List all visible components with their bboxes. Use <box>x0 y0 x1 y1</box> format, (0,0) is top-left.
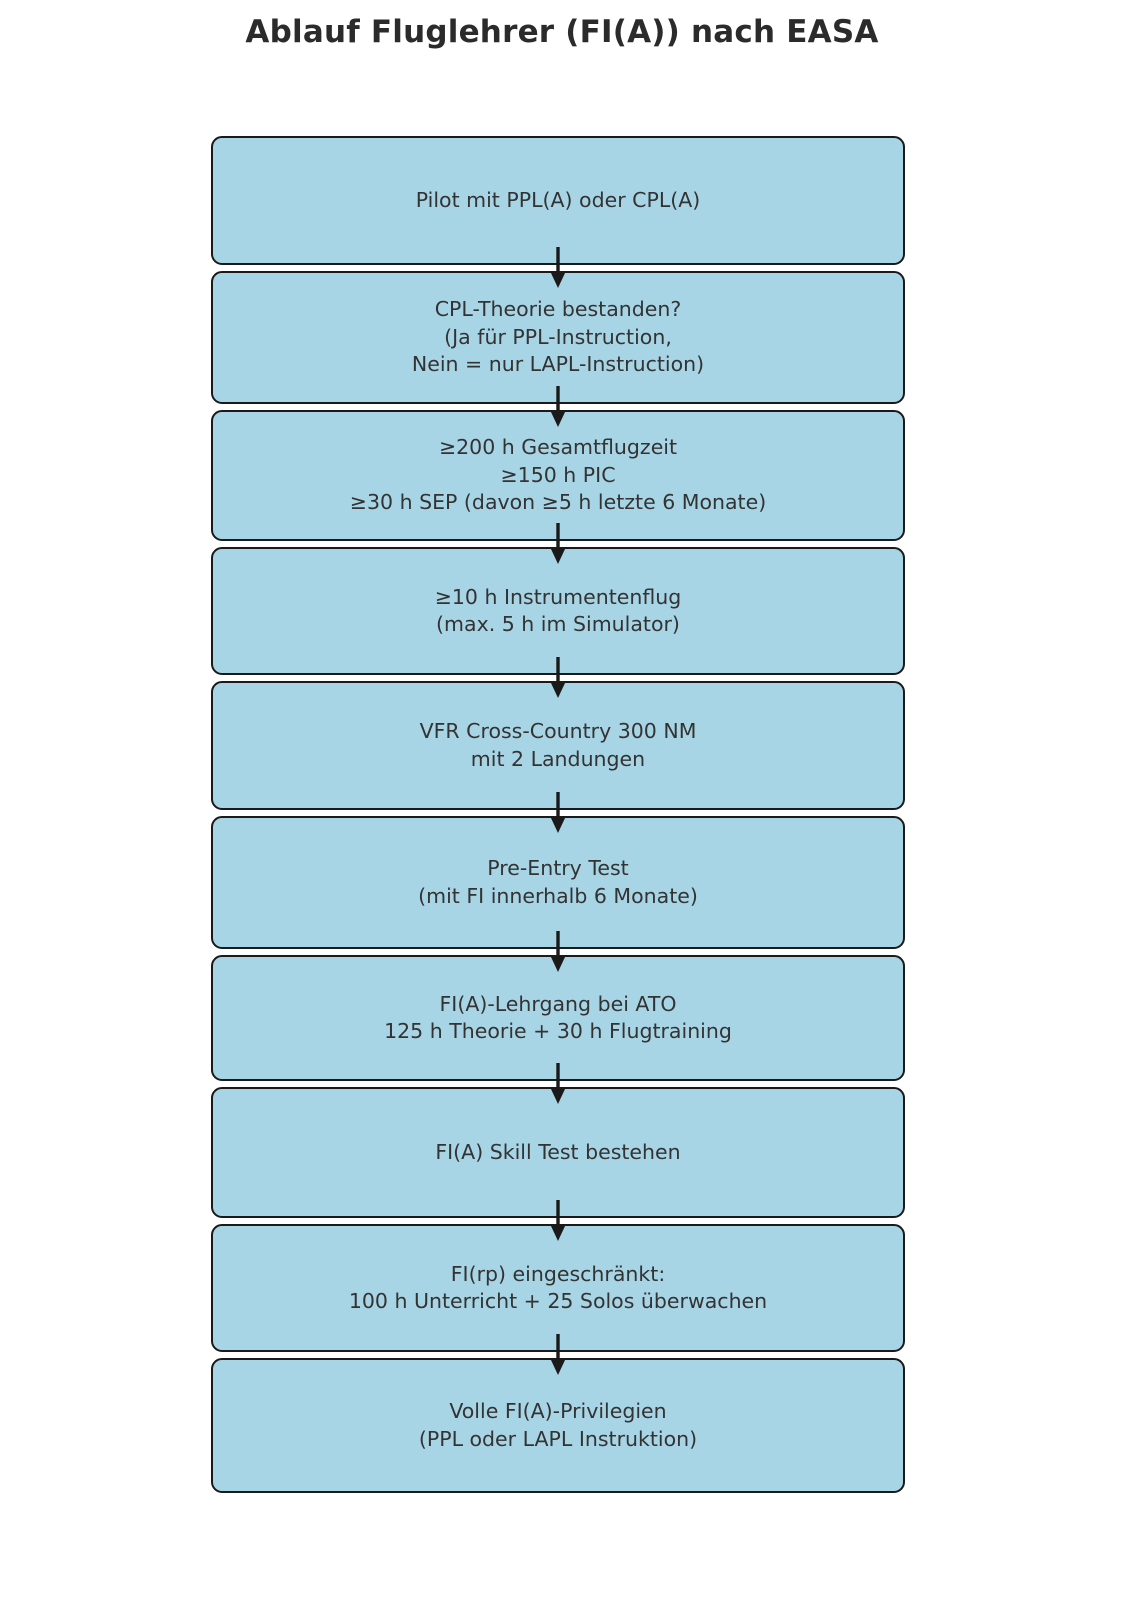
flow-node-10[interactable]: Volle FI(A)-Privilegien (PPL oder LAPL I… <box>211 1358 905 1493</box>
flow-node-4-label: ≥10 h Instrumentenflug (max. 5 h im Simu… <box>434 584 682 637</box>
flow-node-2[interactable]: CPL-Theorie bestanden? (Ja für PPL-Instr… <box>211 271 905 404</box>
flow-node-9[interactable]: FI(rp) eingeschränkt: 100 h Unterricht +… <box>211 1224 905 1352</box>
flow-node-5[interactable]: VFR Cross-Country 300 NM mit 2 Landungen <box>211 681 905 810</box>
flow-node-8-label: FI(A) Skill Test bestehen <box>435 1139 681 1164</box>
flow-node-5-label: VFR Cross-Country 300 NM mit 2 Landungen <box>419 719 697 771</box>
flow-node-6-label: Pre-Entry Test (mit FI innerhalb 6 Monat… <box>418 856 698 908</box>
flow-node-9-label: FI(rp) eingeschränkt: 100 h Unterricht +… <box>348 1261 768 1314</box>
flow-node-3[interactable]: ≥200 h Gesamtflugzeit ≥150 h PIC ≥30 h S… <box>211 410 905 541</box>
page-title: Ablauf Fluglehrer (FI(A)) nach EASA <box>245 14 879 50</box>
flow-node-1-label: Pilot mit PPL(A) oder CPL(A) <box>415 187 701 212</box>
flow-node-1[interactable]: Pilot mit PPL(A) oder CPL(A) <box>211 136 905 265</box>
flowchart: Pilot mit PPL(A) oder CPL(A) CPL-Theorie… <box>211 136 905 1493</box>
flow-node-4[interactable]: ≥10 h Instrumentenflug (max. 5 h im Simu… <box>211 547 905 675</box>
flow-node-8[interactable]: FI(A) Skill Test bestehen <box>211 1087 905 1218</box>
flow-node-7[interactable]: FI(A)-Lehrgang bei ATO 125 h Theorie + 3… <box>211 955 905 1081</box>
flow-node-6[interactable]: Pre-Entry Test (mit FI innerhalb 6 Monat… <box>211 816 905 949</box>
flow-node-7-label: FI(A)-Lehrgang bei ATO 125 h Theorie + 3… <box>384 991 732 1044</box>
flow-node-10-label: Volle FI(A)-Privilegien (PPL oder LAPL I… <box>418 1399 698 1451</box>
flow-node-2-label: CPL-Theorie bestanden? (Ja für PPL-Instr… <box>411 297 705 377</box>
flow-node-3-label: ≥200 h Gesamtflugzeit ≥150 h PIC ≥30 h S… <box>349 435 767 515</box>
